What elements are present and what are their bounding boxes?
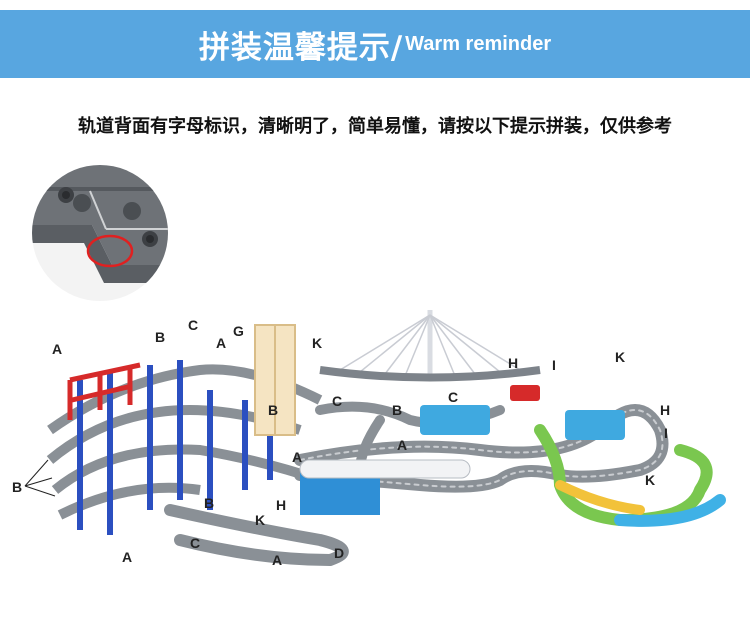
track-label: K <box>645 472 655 488</box>
track-label: A <box>122 549 132 565</box>
track-label: B <box>204 495 214 511</box>
track-underside-closeup <box>32 165 168 301</box>
lift-tower <box>254 324 296 436</box>
track-label: I <box>664 425 668 441</box>
track-label: A <box>52 341 62 357</box>
track-label: H <box>276 497 286 513</box>
highlight-ring <box>86 234 134 268</box>
track-label: H <box>660 402 670 418</box>
track-label: A <box>216 335 226 351</box>
track-label-b-left: B <box>12 479 22 495</box>
suspension-bridge <box>319 310 541 382</box>
track-set-illustration: A B C G A K H I K C B C A H I B A B H K … <box>12 310 726 568</box>
track-label: C <box>332 393 342 409</box>
track-label: B <box>392 402 402 418</box>
track-label: B <box>155 329 165 345</box>
banner-subtitle: Warm reminder <box>405 32 552 55</box>
track-label: C <box>190 535 200 551</box>
scenery-panel <box>420 405 490 435</box>
header-banner: 拼装温馨提示/ Warm reminder <box>0 10 750 78</box>
ground-tracks <box>164 401 726 567</box>
scenery-panel <box>565 410 625 440</box>
track-label: K <box>255 512 265 528</box>
track-label: A <box>272 552 282 568</box>
track-label: D <box>334 545 344 561</box>
track-label: K <box>312 335 322 351</box>
track-label: H <box>508 355 518 371</box>
track-label: G <box>233 323 244 339</box>
red-car <box>510 385 540 401</box>
track-label: B <box>268 402 278 418</box>
track-label: K <box>615 349 625 365</box>
track-label: A <box>397 437 407 453</box>
instruction-text: 轨道背面有字母标识，清晰明了，简单易懂，请按以下提示拼装，仅供参考 <box>78 116 672 137</box>
track-letter-labels: A B C G A K H I K C B C A H I B A B H K … <box>52 317 670 568</box>
banner-title: 拼装温馨提示/ <box>198 29 404 66</box>
track-label: C <box>188 317 198 333</box>
track-label: I <box>552 357 556 373</box>
bullet-train <box>299 459 471 479</box>
track-label: C <box>448 389 458 405</box>
track-label: A <box>292 449 302 465</box>
